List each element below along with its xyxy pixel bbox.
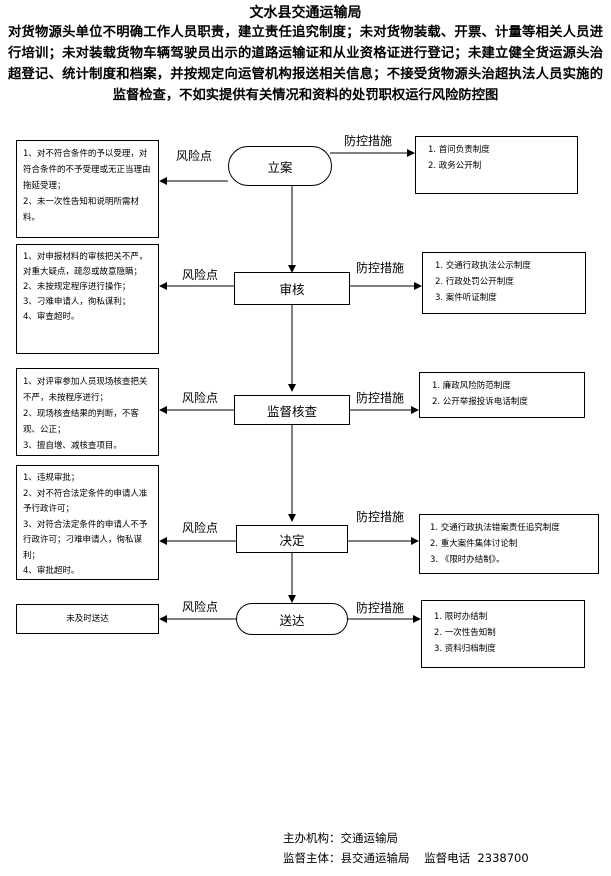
risk-label-4: 风险点 [182,521,219,535]
risk-item: 1、对申报材料的审核把关不严，对重大疑点，疏忽或故意隐瞒； [23,252,148,277]
risk-item: 3、擅自增、减核查项目。 [23,441,122,451]
risk-item: 1、违规审批； [23,473,80,483]
control-box-delivery: 1. 限时办结制 2. 一次性告知制 3. 资料归档制度 [421,600,585,668]
risk-label-1: 风险点 [176,149,213,163]
risk-item: 1、对评审参加人员现场核查把关不严，未按程序进行； [23,377,148,403]
control-label-5: 防控措施 [356,601,405,615]
control-item: 1. 首问负责制度 [428,145,490,155]
risk-label-2: 风险点 [182,268,219,282]
control-item: 2. 政务公开制 [428,161,482,171]
risk-box-review: 1、对申报材料的审核把关不严，对重大疑点，疏忽或故意隐瞒； 2、未按规定程序进行… [16,244,159,354]
risk-box-inspection: 1、对评审参加人员现场核查把关不严，未按程序进行； 2、现场核查结果的判断，不客… [16,368,159,456]
risk-item: 4、审查超时。 [23,312,80,322]
control-box-inspection: 1. 廉政风险防范制度 2. 公开举报投诉电话制度 [419,372,585,418]
control-box-decision: 1. 交通行政执法错案责任追究制度 2. 重大案件集体讨论制 3. 《限时办结制… [419,514,599,574]
control-label-3: 防控措施 [356,391,405,405]
control-box-review: 1. 交通行政执法公示制度 2. 行政处罚公开制度 3. 案件听证制度 [422,252,586,314]
risk-label-5: 风险点 [182,600,219,614]
risk-label-3: 风险点 [182,391,219,405]
step-node-delivery: 送达 [236,603,348,635]
control-item: 3. 案件听证制度 [435,293,497,303]
control-label-1: 防控措施 [344,134,393,148]
control-item: 3. 资料归档制度 [434,644,496,654]
risk-item: 2、未一次性告知和说明所需材料。 [23,197,139,223]
step-node-decision: 决定 [236,525,348,553]
risk-item: 4、审批超时。 [23,566,80,576]
footer-organizer: 主办机构：交通运输局 [283,831,398,845]
risk-item: 2、对不符合法定条件的申请人准予行政许可； [23,488,148,515]
risk-item: 3、对符合法定条件的申请人不予行政许可；刁难申请人，徇私谋利； [23,519,148,561]
risk-item: 2、现场核查结果的判断，不客观、公正； [23,409,139,435]
risk-box-delivery: 未及时送达 [16,604,159,634]
footer: 主办机构：交通运输局 监督主体：县交通运输局 监督电话 2338700 [283,828,529,868]
title-block: 文水县交通运输局 对货物源头单位不明确工作人员职责，建立责任追究制度；未对货物装… [8,4,603,106]
risk-item: 未及时送达 [66,614,109,624]
risk-item: 1、对不符合条件的予以受理，对符合条件的不予受理或无正当理由拖延受理； [23,149,151,191]
step-node-inspection: 监督核查 [234,395,350,425]
control-label-4: 防控措施 [356,510,405,524]
risk-item: 2、未按规定程序进行操作； [23,282,131,292]
control-item: 1. 交通行政执法公示制度 [435,261,531,271]
control-item: 2. 公开举报投诉电话制度 [432,397,528,407]
step-node-filing: 立案 [228,146,332,186]
control-item: 1. 廉政风险防范制度 [432,381,511,391]
risk-box-filing: 1、对不符合条件的予以受理，对符合条件的不予受理或无正当理由拖延受理； 2、未一… [16,140,159,238]
document-title: 文水县交通运输局 [249,5,362,21]
risk-item: 3、刁难申请人，徇私谋利； [23,297,131,307]
footer-supervisor: 监督主体：县交通运输局 监督电话 2338700 [283,851,529,865]
control-item: 2. 行政处罚公开制度 [435,277,514,287]
control-item: 2. 一次性告知制 [434,628,496,638]
step-node-review: 审核 [234,272,350,305]
control-label-2: 防控措施 [356,261,405,275]
control-box-filing: 1. 首问负责制度 2. 政务公开制 [415,136,578,194]
control-item: 2. 重大案件集体讨论制 [430,539,518,549]
control-item: 1. 限时办结制 [434,612,488,622]
control-item: 3. 《限时办结制》。 [430,555,505,565]
document-subtitle: 对货物源头单位不明确工作人员职责，建立责任追究制度；未对货物装载、开票、计量等相… [8,25,603,103]
risk-box-decision: 1、违规审批； 2、对不符合法定条件的申请人准予行政许可； 3、对符合法定条件的… [16,465,159,580]
control-item: 1. 交通行政执法错案责任追究制度 [430,523,560,533]
